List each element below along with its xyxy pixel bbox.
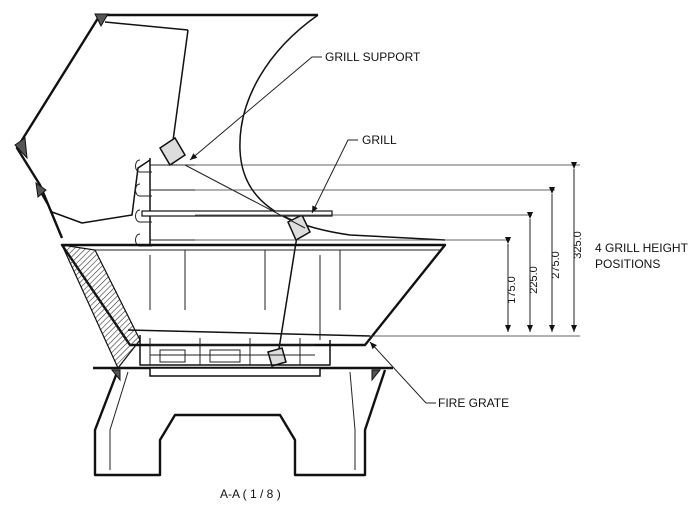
label-grill: GRILL <box>362 133 397 147</box>
basin <box>60 243 447 370</box>
grill-support <box>135 29 311 367</box>
dimension-275: 275.0 <box>550 251 562 279</box>
label-grill-support: GRILL SUPPORT <box>325 50 421 64</box>
lid <box>14 13 446 241</box>
label-fire-grate: FIRE GRATE <box>438 396 509 410</box>
dimension-lines <box>505 162 577 332</box>
dimension-extension-lines <box>178 164 580 337</box>
label-height-positions-2: POSITIONS <box>595 257 660 271</box>
dimension-225: 225.0 <box>528 266 540 294</box>
grill <box>141 164 333 229</box>
dimension-325: 325.0 <box>572 231 584 259</box>
fire-grate <box>127 329 371 366</box>
label-height-positions: 4 GRILL HEIGHT <box>595 241 689 255</box>
dimension-175: 175.0 <box>506 276 518 304</box>
stand <box>93 366 393 477</box>
section-label: A-A ( 1 / 8 ) <box>220 487 281 501</box>
leader-lines <box>189 56 436 404</box>
